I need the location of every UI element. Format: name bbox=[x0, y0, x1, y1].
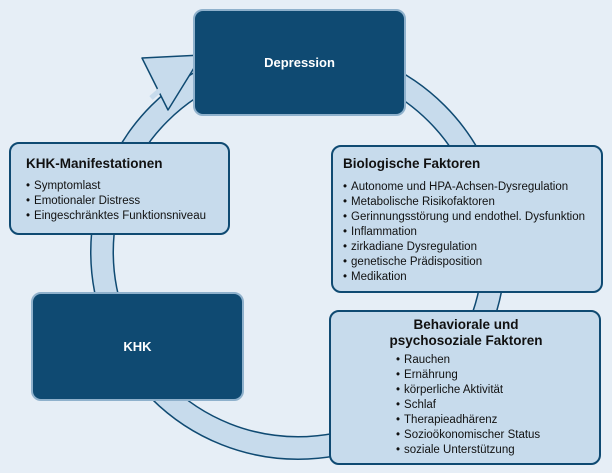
list-item: Therapieadhärenz bbox=[396, 413, 591, 428]
list-item: Ernährung bbox=[396, 368, 591, 383]
behaviorale-faktoren-title-line1: Behaviorale und bbox=[413, 317, 519, 332]
behaviorale-faktoren-title: Behaviorale und psychosoziale Faktoren bbox=[341, 317, 591, 349]
list-item: Eingeschränktes Funktionsniveau bbox=[26, 209, 218, 224]
biologische-faktoren-list: Autonome und HPA-Achsen-Dysregulation Me… bbox=[343, 180, 593, 285]
behaviorale-faktoren-title-line2: psychosoziale Faktoren bbox=[389, 333, 543, 348]
list-item: Schlaf bbox=[396, 398, 591, 413]
list-item: Metabolische Risikofaktoren bbox=[343, 195, 593, 210]
list-item: zirkadiane Dysregulation bbox=[343, 240, 593, 255]
khk-manifestationen-node: KHK-Manifestationen Symptomlast Emotiona… bbox=[9, 142, 230, 235]
list-item: Inflammation bbox=[343, 225, 593, 240]
khk-manifestationen-list: Symptomlast Emotionaler Distress Eingesc… bbox=[26, 179, 218, 224]
biologische-faktoren-title: Biologische Faktoren bbox=[343, 156, 481, 171]
khk-manifestationen-title: KHK-Manifestationen bbox=[26, 156, 163, 171]
list-item: körperliche Aktivität bbox=[396, 383, 591, 398]
arrow-seam bbox=[149, 74, 178, 100]
list-item: genetische Prädisposition bbox=[343, 255, 593, 270]
list-item: Medikation bbox=[343, 270, 593, 285]
depression-label: Depression bbox=[264, 55, 335, 70]
list-item: soziale Unterstützung bbox=[396, 443, 591, 458]
depression-node: Depression bbox=[193, 9, 406, 116]
list-item: Symptomlast bbox=[26, 179, 218, 194]
list-item: Sozioökonomischer Status bbox=[396, 428, 591, 443]
khk-label: KHK bbox=[123, 339, 152, 354]
behaviorale-faktoren-list: Rauchen Ernährung körperliche Aktivität … bbox=[396, 353, 591, 458]
list-item: Rauchen bbox=[396, 353, 591, 368]
list-item: Emotionaler Distress bbox=[26, 194, 218, 209]
behaviorale-faktoren-node: Behaviorale und psychosoziale Faktoren R… bbox=[329, 310, 601, 465]
list-item: Autonome und HPA-Achsen-Dysregulation bbox=[343, 180, 593, 195]
khk-node: KHK bbox=[31, 292, 244, 401]
biologische-faktoren-node: Biologische Faktoren Autonome und HPA-Ac… bbox=[331, 145, 603, 293]
list-item: Gerinnungsstörung und endothel. Dysfunkt… bbox=[343, 210, 593, 225]
